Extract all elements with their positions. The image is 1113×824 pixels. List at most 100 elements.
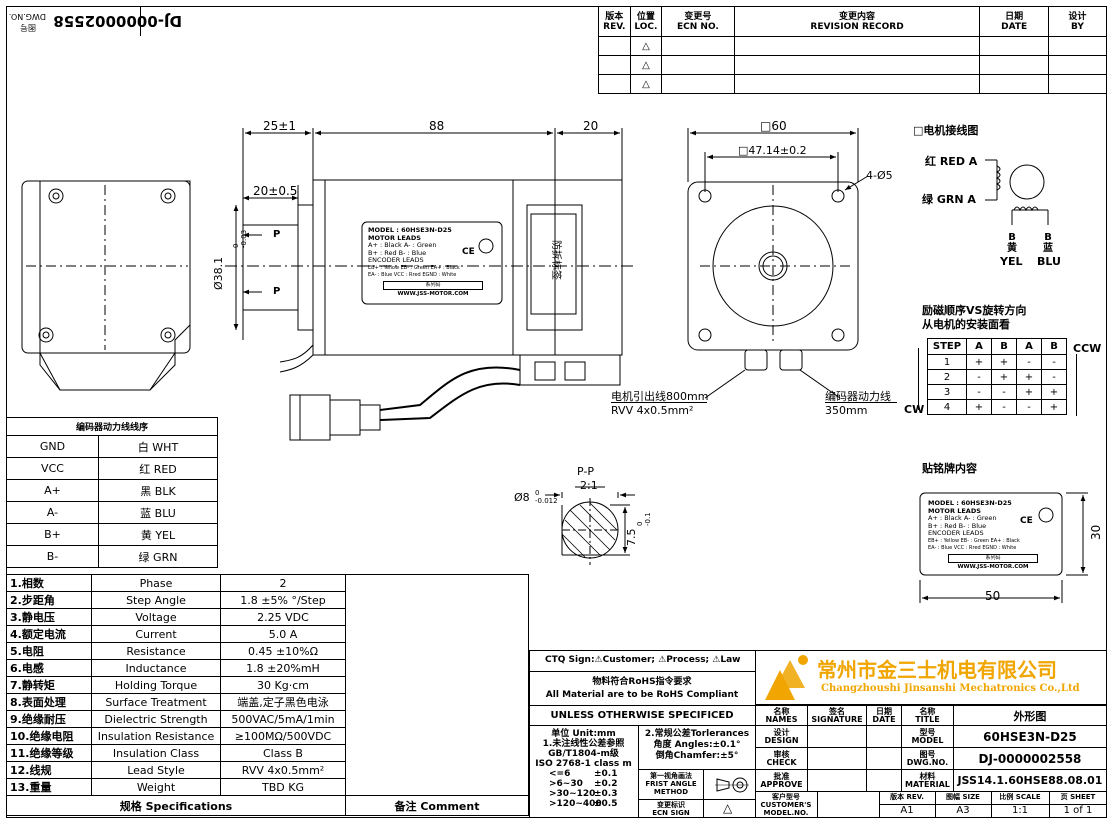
tol-general-2: 2.常规公差Torlerances 角度 Angles:±0.1° 倒角Cham… [639, 726, 755, 770]
step-header: A [1016, 338, 1042, 355]
scale-value: 1:1 [1011, 805, 1029, 816]
rev-value: A1 [900, 805, 914, 816]
tb-vline [1049, 792, 1050, 818]
spec-value: 0.45 ±10%Ω [220, 642, 346, 660]
label-model: MODEL : 60HSE3N-D25 [368, 226, 452, 234]
tol-range: >6~30 [549, 779, 583, 789]
step-cell: + [991, 369, 1017, 385]
np-lead-2: B+ : Red B- : Blue [928, 521, 987, 530]
tol-gen2: GB/T1804-m级 [548, 749, 619, 759]
encoder-color: 蓝 BLU [98, 501, 218, 524]
step-cell: + [966, 399, 992, 415]
label-enc-1: EB+ : Yellow EB- : Green EA+ : Black [368, 264, 460, 271]
spec-cn: 9.绝缘耐压 [6, 710, 92, 728]
encoder-signal: B+ [6, 523, 99, 546]
spec-en: Dielectric Strength [91, 710, 221, 728]
step-header: B [1041, 338, 1067, 355]
rohs-cn: 物料符合RoHS指令要求 [592, 677, 692, 687]
title-value: 外形图 [952, 705, 1108, 726]
dim-dia-tol: 0 -0.03 [232, 229, 248, 248]
col-names: 名称 NAMES [755, 705, 808, 726]
step-cell: + [966, 354, 992, 370]
section-mark-top: P [273, 229, 281, 240]
rohs-row: 物料符合RoHS指令要求 All Material are to be RoHS… [529, 672, 755, 706]
company-name-cn: 常州市金三士机电有限公司 [817, 658, 1057, 682]
design-label: 设计 DESIGN [755, 725, 808, 748]
spec-en: Current [91, 625, 221, 643]
wiring-green: 绿 GRN A [922, 193, 976, 206]
end-inner-dim: □47.14±0.2 [738, 144, 807, 157]
scale-label: 比例 SCALE [999, 793, 1041, 801]
encoder-color: 白 WHT [98, 435, 218, 458]
wiring-red: 红 RED A [925, 155, 978, 168]
tol2-title: 2.常规公差Torlerances [644, 729, 750, 739]
step-cell: - [1016, 354, 1042, 370]
size-label: 图幅 SIZE [946, 793, 980, 801]
dwg-value: DJ-0000002558 [952, 747, 1108, 770]
step-cell: - [966, 384, 992, 400]
wiring-b1-en: YEL [1000, 255, 1023, 268]
label-ce-mark: CE [462, 247, 475, 257]
company-header: 常州市金三士机电有限公司 Changzhoushi Jinsanshi Mech… [755, 650, 1107, 705]
spec-en: Insulation Resistance [91, 727, 221, 745]
spec-en: Resistance [91, 642, 221, 660]
nameplate-width: 50 [985, 589, 1001, 603]
spec-en: Holding Torque [91, 676, 221, 694]
label-lead-2: B+ : Red B- : Blue [368, 248, 427, 257]
np-enc-1: EB+ : Yellow EB- : Green EA+ : Black [928, 537, 1020, 544]
end-holes-dim: 4-Ø5 [866, 169, 893, 182]
spec-cn: 4.额定电流 [6, 625, 92, 643]
np-url: WWW.JSS-MOTOR.COM [957, 564, 1029, 570]
pp-flat-tol: 0 -0.1 [636, 512, 652, 526]
label-leads-title: MOTOR LEADS [368, 233, 421, 242]
col-date: 日期 DATE [866, 705, 902, 726]
step-cell: + [1016, 369, 1042, 385]
encoder-color: 黑 BLK [98, 479, 218, 502]
tb-vline [935, 792, 936, 818]
wiring-b1-cn: 黄 [1007, 243, 1017, 254]
step-cell: + [1041, 399, 1067, 415]
wiring-b2-cn: 蓝 [1043, 243, 1053, 254]
step-header: B [991, 338, 1017, 355]
model-label: 型号 MODEL [901, 725, 954, 748]
pp-flat: 7.5 [625, 528, 638, 547]
section-mark-bottom: P [273, 286, 281, 297]
spec-cn: 8.表面处理 [6, 693, 92, 711]
dwg-tag-divider [140, 6, 141, 36]
ccw-label: CCW [1073, 342, 1102, 355]
pp-dia: Ø8 [514, 491, 530, 504]
pp-scale: 2:1 [580, 479, 598, 492]
step-cell: 1 [927, 354, 967, 370]
tol2-chamfer: 倒角Chamfer:±5° [655, 751, 739, 761]
customer-model-label: 客户型号 CUSTOMER'S MODEL.NO. [760, 793, 812, 817]
step-cell: + [1041, 384, 1067, 400]
np-ce-mark: CE [1020, 516, 1033, 526]
general-tol: 单位 Unit:mm 1.未注线性公差参照 GB/T1804-m级 ISO 27… [529, 726, 639, 818]
spec-cn: 11.绝缘等级 [6, 744, 92, 762]
encoder-color: 黄 YEL [98, 523, 218, 546]
np-leads-title: MOTOR LEADS [928, 506, 981, 515]
wiring-b2-en: BLU [1037, 255, 1061, 268]
first-angle-icon [715, 777, 749, 793]
step-cell: - [1041, 354, 1067, 370]
tol-value: ±0.5 [594, 799, 618, 809]
spec-cn: 5.电阻 [6, 642, 92, 660]
spec-en: Weight [91, 778, 221, 796]
rohs-en: All Material are to be RoHS Compliant [545, 690, 739, 700]
step-cell: - [966, 369, 992, 385]
tol-range: >30~120 [549, 789, 596, 799]
unless-specified: UNLESS OTHERWISE SPECIFICED [550, 710, 734, 721]
cable-motor-spec: RVV 4x0.5mm² [611, 404, 694, 417]
encoder-color: 绿 GRN [98, 545, 218, 568]
rev-header-loc: 位置 LOC. [629, 6, 663, 37]
tol2-angle: 角度 Angles:±0.1° [653, 740, 741, 750]
company-name-en: Changzhoushi Jinsanshi Mechatronics Co.,… [821, 683, 1080, 694]
tol-gen1: 1.未注线性公差参照 [542, 739, 625, 749]
tb-vline [703, 800, 704, 818]
spec-value: 2 [220, 574, 346, 592]
cable-motor-length: 电机引出线800mm [611, 390, 709, 403]
left-flange-view [21, 180, 191, 391]
approve-label: 批准 APPROVE [755, 769, 808, 792]
